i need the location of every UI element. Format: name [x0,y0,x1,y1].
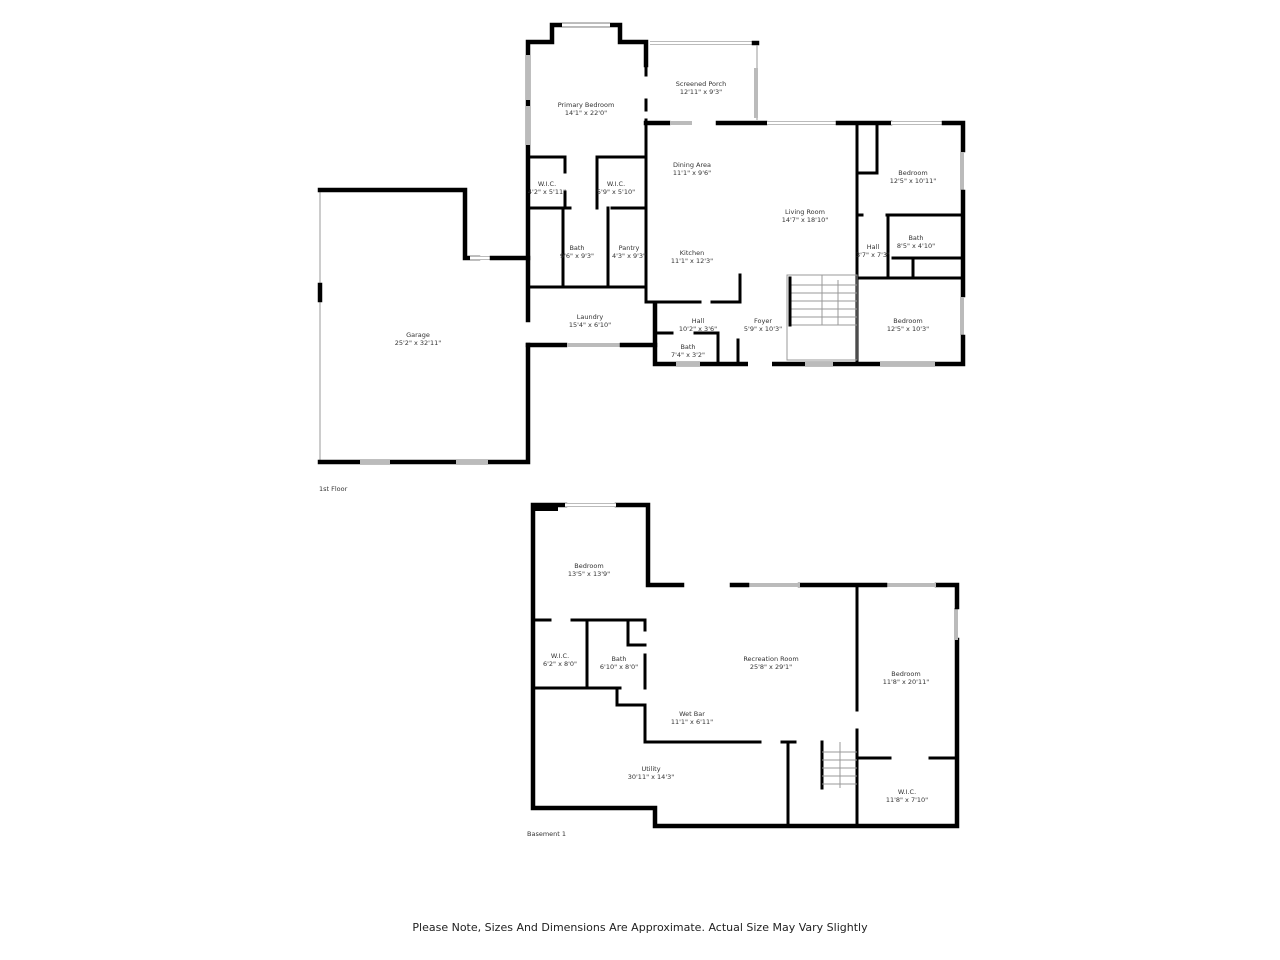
room-name: Hall [692,317,705,325]
room-name: Bath [680,343,695,351]
room-dimensions: 11'8" x 20'11" [883,678,929,686]
room-label: W.I.C.5'9" x 5'10" [597,180,635,196]
room-name: Recreation Room [743,655,798,663]
room-dimensions: 13'5" x 13'9" [568,570,610,578]
room-label: W.I.C.4'2" x 5'11" [528,180,566,196]
room-label: W.I.C.6'2" x 8'0" [543,652,577,668]
room-name: Utility [641,765,660,773]
room-dimensions: 11'8" x 7'10" [886,796,928,804]
room-name: Kitchen [680,249,704,257]
room-name: W.I.C. [898,788,916,796]
room-name: Bath [908,234,923,242]
room-name: Dining Area [673,161,711,169]
room-name: Garage [406,331,430,339]
basement-walls [530,502,960,829]
first-floor-walls [317,22,966,465]
room-name: Bath [569,244,584,252]
room-name: Bedroom [898,169,927,177]
room-name: Wet Bar [679,710,705,718]
room-dimensions: 3'7" x 7'3" [856,251,890,259]
room-name: Primary Bedroom [558,101,615,109]
floor-label-1st: 1st Floor [319,485,348,493]
room-dimensions: 11'1" x 6'11" [671,718,713,726]
room-dimensions: 14'1" x 22'0" [565,109,607,117]
room-name: Living Room [785,208,825,216]
room-dimensions: 4'2" x 5'11" [528,188,566,196]
room-dimensions: 12'5" x 10'3" [887,325,929,333]
room-label: W.I.C.11'8" x 7'10" [886,788,928,804]
room-dimensions: 6'10" x 8'0" [600,663,638,671]
room-name: Pantry [619,244,640,252]
room-name: Laundry [577,313,604,321]
room-dimensions: 10'2" x 3'6" [679,325,717,333]
room-name: W.I.C. [551,652,569,660]
room-name: Bedroom [574,562,603,570]
room-name: Bedroom [893,317,922,325]
room-name: Screened Porch [676,80,726,88]
room-dimensions: 9'6" x 9'3" [560,252,594,260]
room-name: Hall [867,243,880,251]
room-dimensions: 11'1" x 12'3" [671,257,713,265]
room-name: Bedroom [891,670,920,678]
room-dimensions: 25'8" x 29'1" [750,663,792,671]
room-dimensions: 8'5" x 4'10" [897,242,935,250]
room-dimensions: 6'2" x 8'0" [543,660,577,668]
room-dimensions: 12'5" x 10'11" [890,177,936,185]
room-dimensions: 5'9" x 10'3" [744,325,782,333]
room-dimensions: 14'7" x 18'10" [782,216,828,224]
room-dimensions: 7'4" x 3'2" [671,351,705,359]
room-dimensions: 30'11" x 14'3" [628,773,674,781]
room-name: W.I.C. [607,180,625,188]
floor-label-basement: Basement 1 [527,830,567,838]
room-name: W.I.C. [538,180,556,188]
room-dimensions: 12'11" x 9'3" [680,88,722,96]
room-name: Foyer [754,317,772,325]
room-dimensions: 4'3" x 9'3" [612,252,646,260]
room-dimensions: 15'4" x 6'10" [569,321,611,329]
room-dimensions: 5'9" x 5'10" [597,188,635,196]
room-dimensions: 11'1" x 9'6" [673,169,711,177]
disclaimer-note: Please Note, Sizes And Dimensions Are Ap… [412,921,868,934]
room-name: Bath [611,655,626,663]
room-dimensions: 25'2" x 32'11" [395,339,441,347]
